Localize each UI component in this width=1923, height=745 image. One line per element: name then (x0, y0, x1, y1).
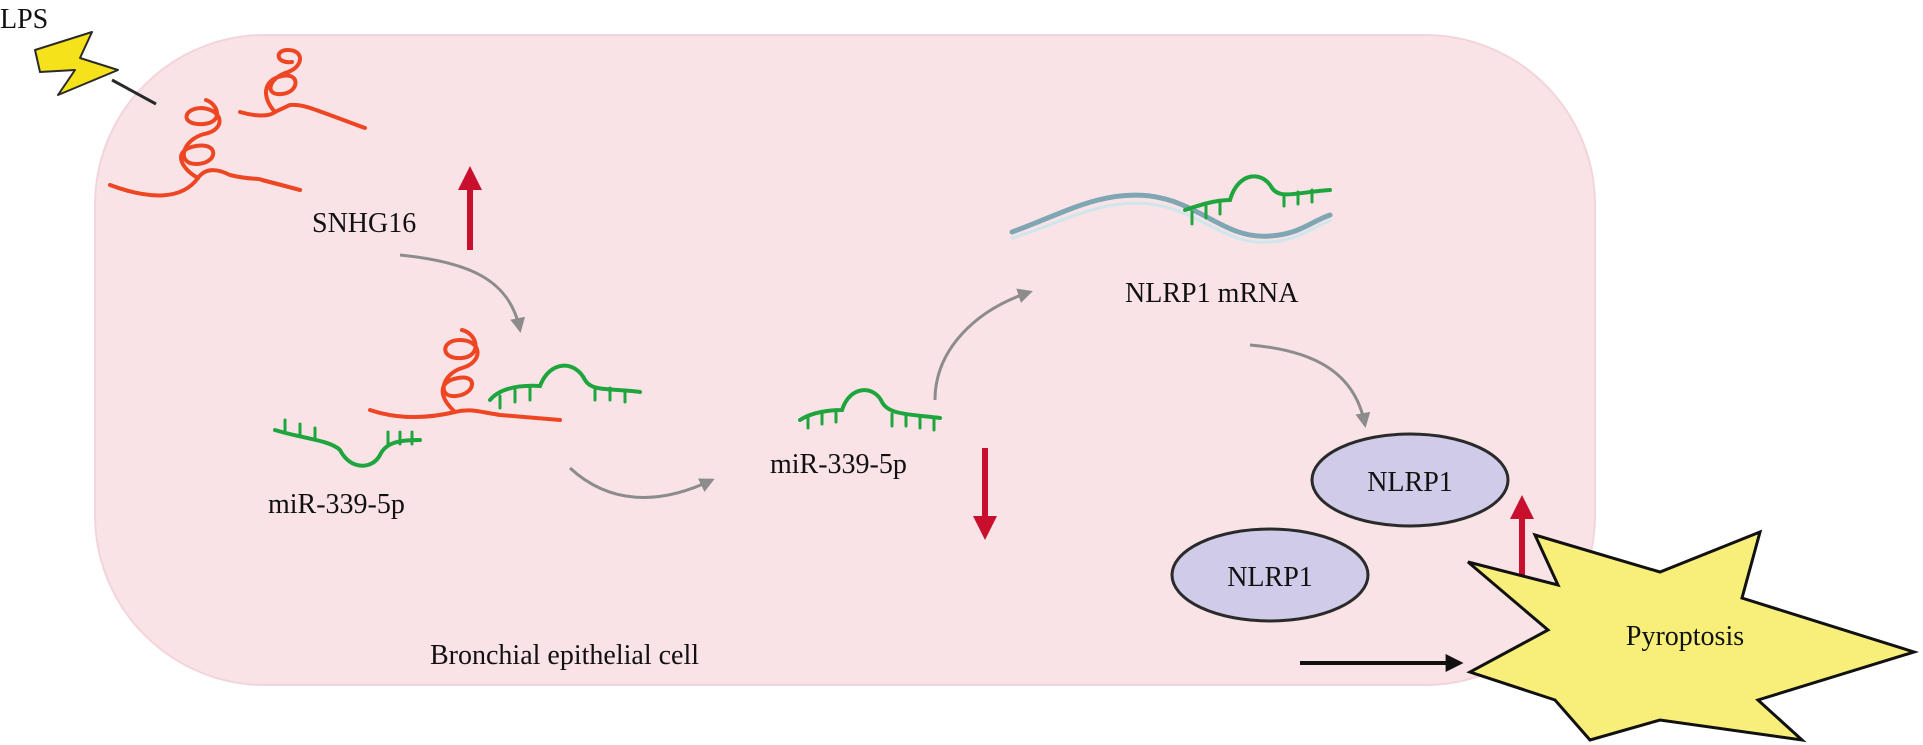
nlrp1-mrna-label: NLRP1 mRNA (1125, 278, 1299, 309)
snhg16-lncrna-icon (108, 47, 367, 198)
flow-arrow-complex-to-mirna (568, 466, 715, 499)
lps-lightning-icon (34, 31, 157, 106)
lps-label: LPS (0, 4, 48, 35)
nlrp1-protein-a (1310, 432, 1510, 528)
cell-body (94, 34, 1596, 686)
pyroptosis-label: Pyroptosis (1626, 621, 1744, 652)
sponge-complex-icon (273, 328, 642, 468)
flow-arrow-mirna-to-mrna (933, 288, 1033, 401)
snhg16-label: SNHG16 (312, 208, 416, 239)
nlrp1-protein-b-label: NLRP1 (1227, 562, 1313, 593)
cell-label: Bronchial epithelial cell (430, 640, 699, 671)
pyroptosis-burst-icon (1466, 529, 1920, 743)
nlrp1-protein-b (1170, 527, 1370, 623)
nlrp1-protein-a-label: NLRP1 (1367, 467, 1453, 498)
mirna-down-arrow (973, 448, 997, 540)
mirna-free-icon (798, 388, 942, 432)
snhg16-up-arrow (458, 166, 482, 250)
mirna-bound-label: miR-339-5p (268, 489, 405, 520)
flow-arrow-mrna-to-protein (1249, 343, 1371, 428)
nlrp1-up-arrow (1510, 495, 1534, 580)
mirna-free-label: miR-339-5p (770, 449, 907, 480)
nlrp1-mrna-icon (1009, 174, 1333, 244)
flow-arrow-snhg16-to-complex (399, 253, 525, 333)
